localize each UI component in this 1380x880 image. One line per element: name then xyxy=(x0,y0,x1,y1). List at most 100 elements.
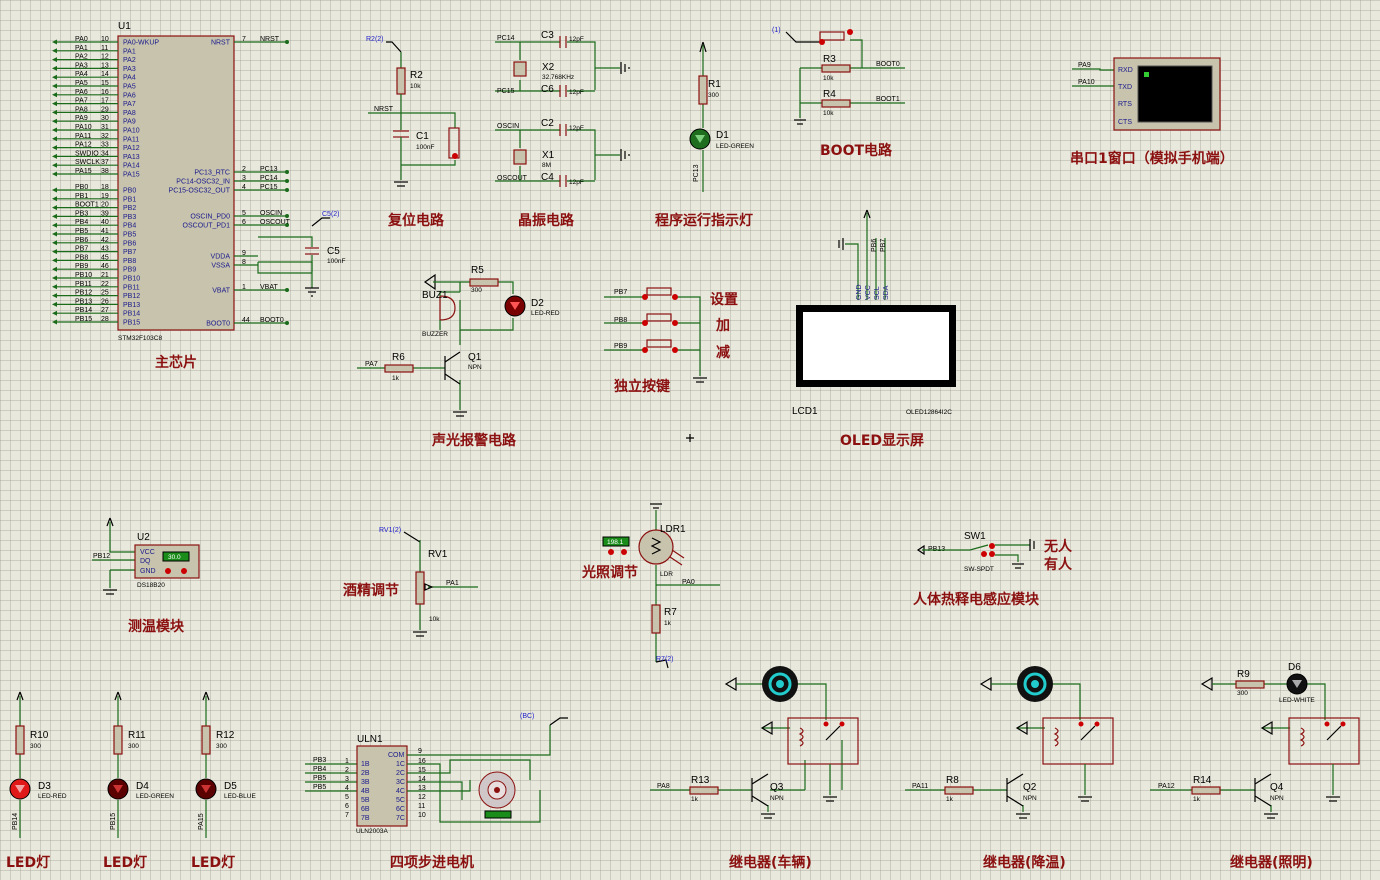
serial-terminal[interactable]: PA9 PA10 RXD TXD RTS CTS xyxy=(1072,57,1221,131)
crystal-circuit[interactable]: PC14 C3 12pF X2 32.768KHz C6 12pF PC15 O… xyxy=(495,30,630,187)
key-buttons[interactable]: PB7 PB8 PB9 xyxy=(604,287,707,383)
led-d5[interactable]: R12 300 D5 LED-BLUE PA15 xyxy=(195,691,256,838)
u1-pin-name: PA5 xyxy=(123,84,136,91)
u1-net-label: PB0 xyxy=(75,184,88,191)
u1-pin-name: PB12 xyxy=(123,293,140,300)
d1-ref: D1 xyxy=(716,130,729,141)
serial-rts: RTS xyxy=(1118,101,1132,108)
q3-ref: Q3 xyxy=(770,782,784,793)
u2-value: DS18B20 xyxy=(137,582,165,589)
pa9-net: PA9 xyxy=(1078,62,1091,69)
oscout-net: OSCOUT xyxy=(497,175,528,182)
c5-capacitor[interactable]: C5 100nF C5(2) xyxy=(257,211,345,297)
section-reset: 复位电路 xyxy=(387,212,445,229)
oled-display[interactable]: PB6 PB7 GND VCC SCL SDA LCD1 OLED12864I2… xyxy=(792,209,956,417)
r6-value: 1k xyxy=(392,375,400,382)
run-led-circuit[interactable]: R1 300 D1 LED-GREEN PC13 xyxy=(689,41,754,192)
u1-pin-number: 18 xyxy=(101,184,109,191)
q2-ref: Q2 xyxy=(1023,782,1037,793)
section-alarm: 声光报警电路 xyxy=(431,432,517,449)
key-pb8-net: PB8 xyxy=(614,317,627,324)
x1-value: 8M xyxy=(542,162,551,169)
relay-cooling[interactable]: PA11 R8 1k Q2 NPN xyxy=(905,666,1114,819)
led-d4[interactable]: R11 300 D4 LED-GREEN PB15 xyxy=(107,691,174,838)
r12-value: 300 xyxy=(216,743,227,750)
uln-pin-name: 5B xyxy=(361,797,370,804)
u1-pin-number: 6 xyxy=(242,219,246,226)
ds18b20-sensor[interactable]: PB12 30.0 VCC DQ GND U2 DS18B20 xyxy=(92,517,200,595)
d3-ref: D3 xyxy=(38,781,51,792)
u1-net-label: PB1 xyxy=(75,193,88,200)
rv1-ref: RV1 xyxy=(428,549,448,560)
section-keys: 独立按键 xyxy=(614,378,671,395)
ldr-sensor[interactable]: 198.1 LDR1 LDR PA0 R7 1k R7(2) xyxy=(602,503,720,669)
u1-net-label: PA15 xyxy=(75,168,92,175)
u1-pin-name: PB3 xyxy=(123,214,136,221)
r1-value: 300 xyxy=(708,92,719,99)
section-stepper: 四项步进电机 xyxy=(390,854,474,871)
r7-ref: R7 xyxy=(664,607,677,618)
pir-switch[interactable]: PB13 SW1 SW-SPDT xyxy=(916,531,1035,573)
led-d3[interactable]: R10 300 D3 LED-RED PB14 xyxy=(9,691,67,838)
boot-circuit[interactable]: (1) R3 10k R4 10k BOOT0 BOOT1 xyxy=(772,27,905,125)
reset-circuit[interactable]: R2(2) R2 10k NRST C1 100nF xyxy=(366,36,460,187)
u1-pin-number: 44 xyxy=(242,317,250,324)
r4-ref: R4 xyxy=(823,89,836,100)
oled-ref: LCD1 xyxy=(792,406,818,417)
u1-pin-name: VBAT xyxy=(212,288,230,295)
r9-ref: R9 xyxy=(1237,669,1250,680)
relay1-pa8-net: PA8 xyxy=(657,783,670,790)
r14-ref: R14 xyxy=(1193,775,1212,786)
relay-vehicle[interactable]: PA8 R13 1k Q3 NPN xyxy=(650,666,859,819)
rv1-potentiometer[interactable]: RV1(2) RV1 10k PA1 xyxy=(379,527,478,637)
uln-pin-name: 6C xyxy=(396,806,405,813)
alarm-circuit[interactable]: R5 300 D2 LED-RED BUZ1 BUZZER PA7 R6 1k … xyxy=(357,265,560,417)
relay-lighting[interactable]: R9 300 D6 LED-WHITE PA12 R14 1k Q4 NPN xyxy=(1150,662,1360,819)
oled-pin-sda: SDA xyxy=(883,285,890,300)
